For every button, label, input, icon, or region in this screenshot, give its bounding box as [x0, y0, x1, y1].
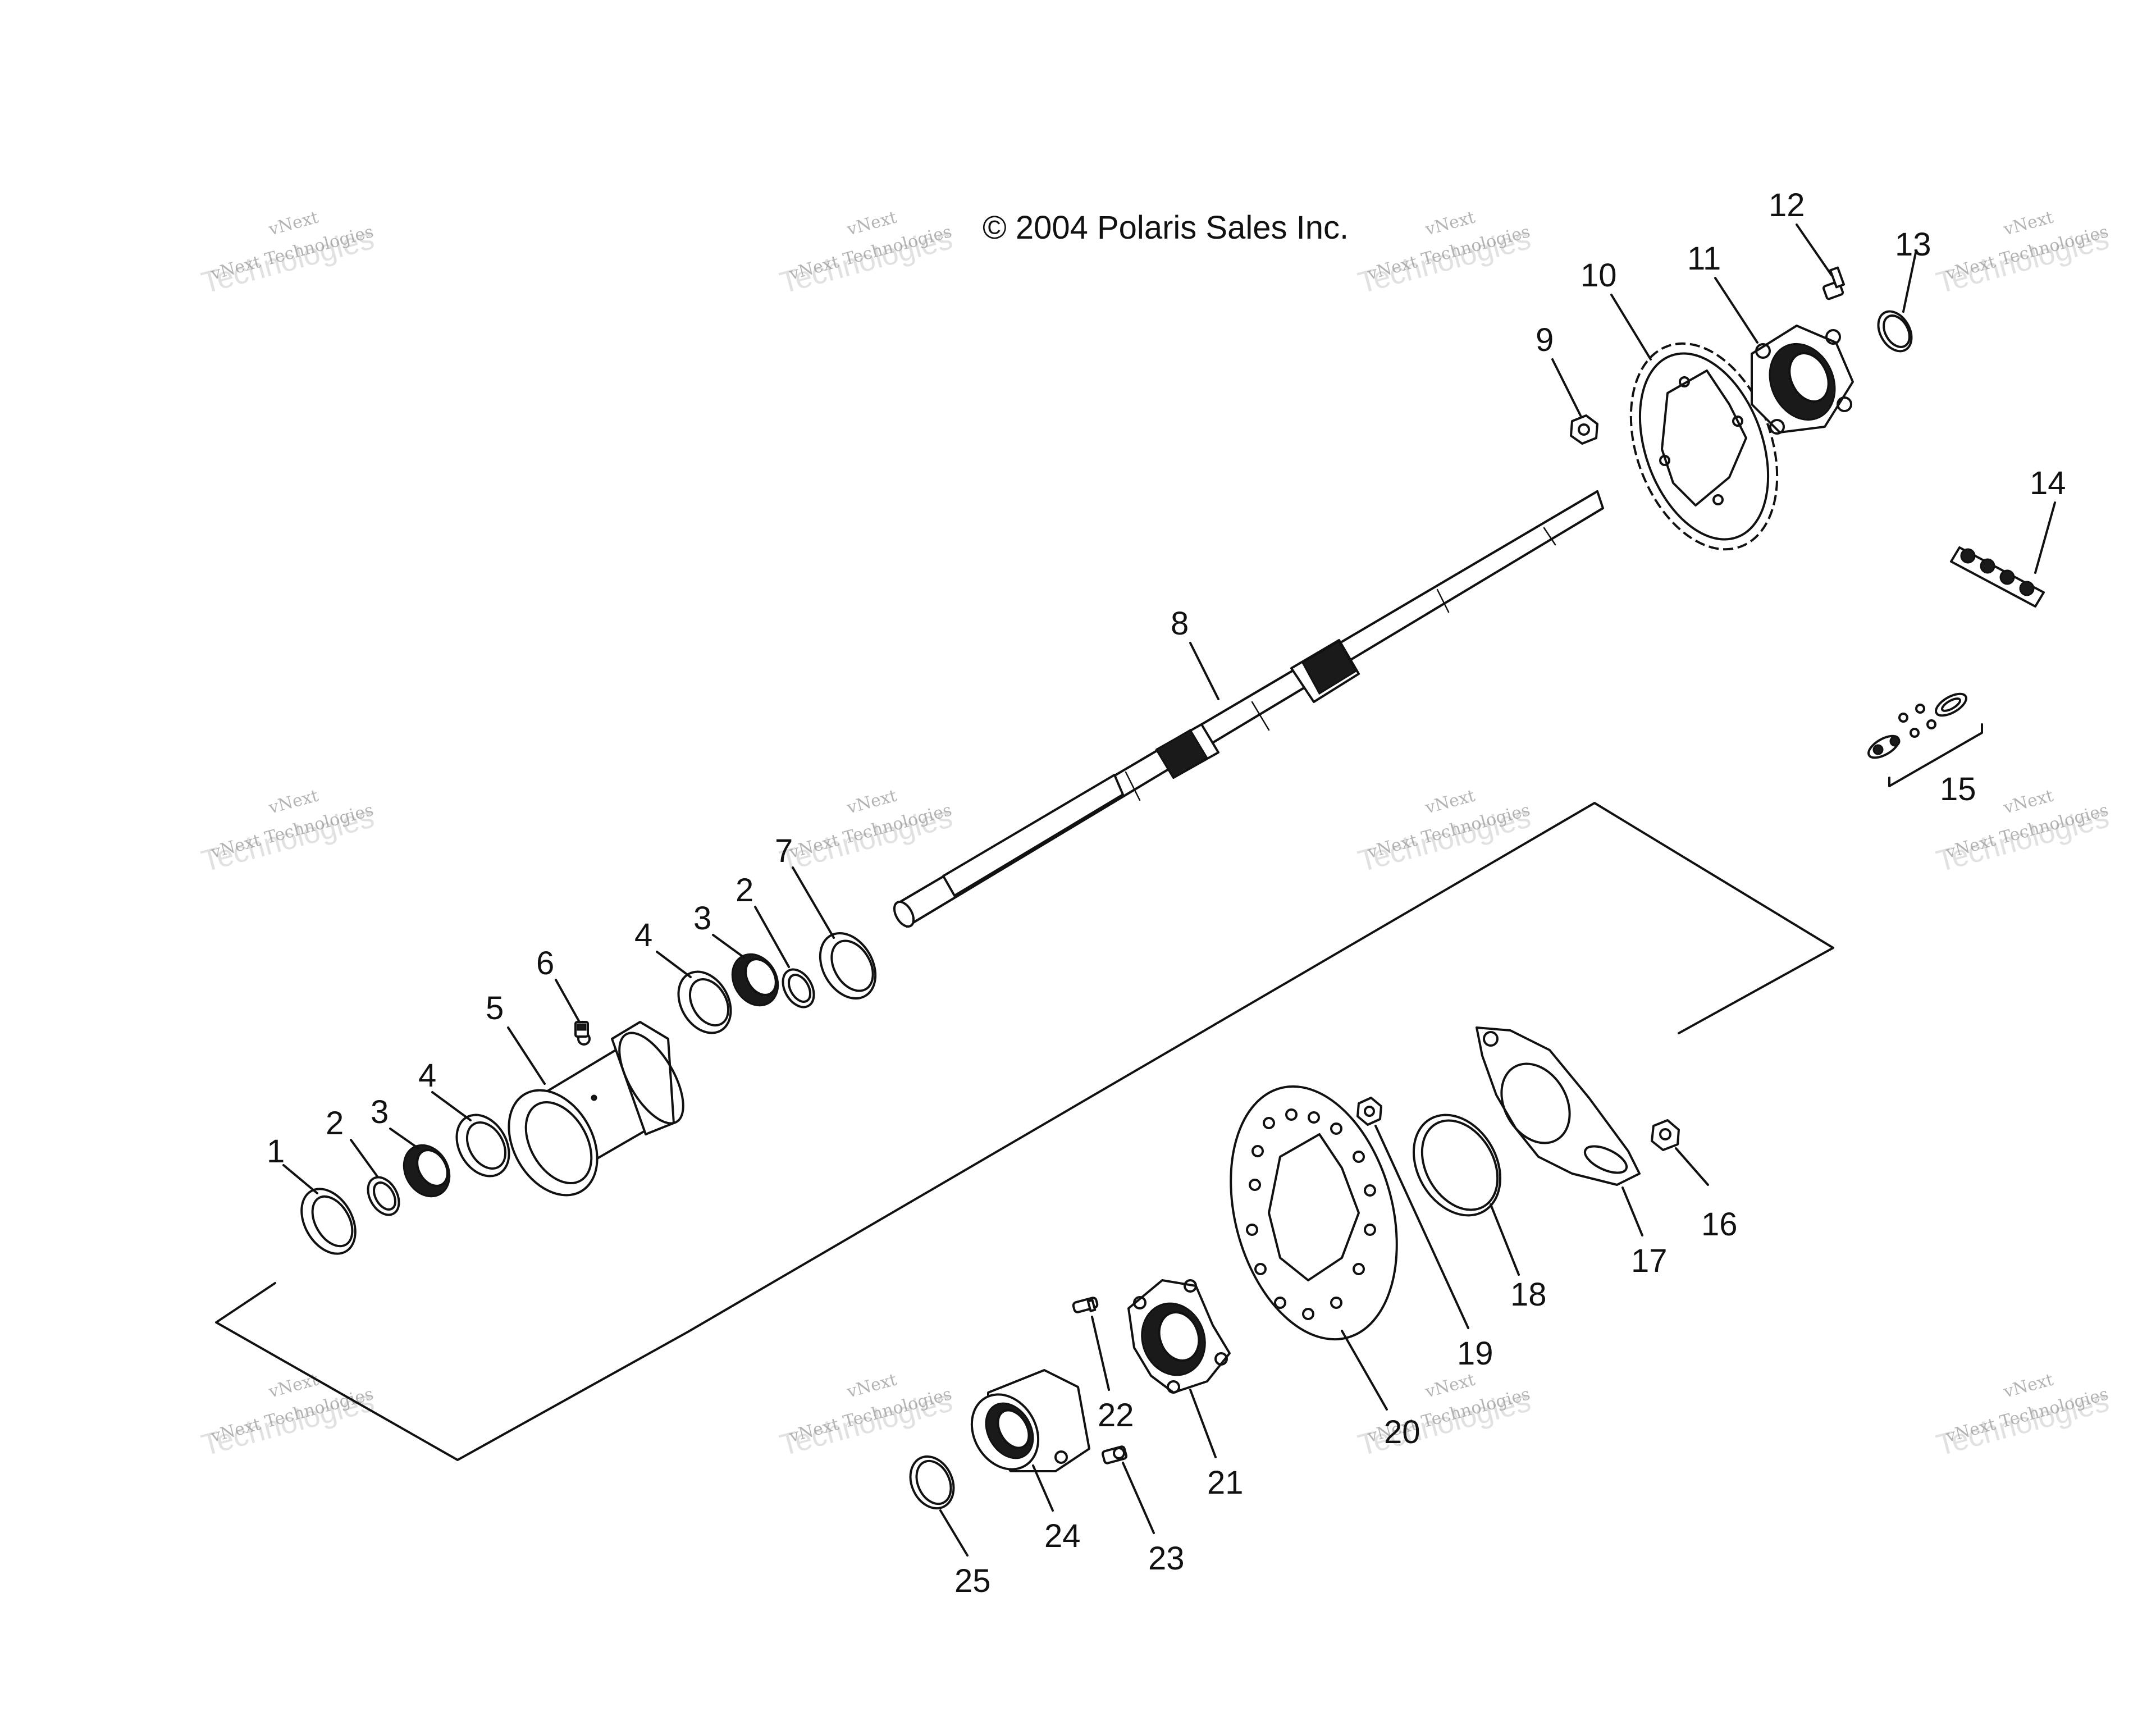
group-bracket-frame-top [687, 802, 1834, 1333]
callout-11: 11 [1687, 240, 1721, 277]
watermark: vNext Technologies vNext Technologies [198, 786, 377, 879]
bearing-race-upper [677, 970, 732, 1034]
caliper-bracket-nut [1651, 1119, 1680, 1151]
copyright-text: © 2004 Polaris Sales Inc. [983, 209, 1349, 246]
svg-text:vNext: vNext [844, 1370, 899, 1402]
housing-o-ring-inner [915, 1459, 952, 1505]
seal-ring [300, 1188, 357, 1255]
callout-4-upper: 4 [634, 917, 652, 953]
bearing-upper [731, 953, 779, 1007]
callout-2-lower: 2 [326, 1105, 344, 1142]
housing-bolt [1101, 1445, 1128, 1464]
bearing-lower [403, 1144, 451, 1198]
callout-19: 19 [1457, 1335, 1493, 1372]
callout-10: 10 [1581, 257, 1617, 294]
callout-13: 13 [1895, 226, 1931, 263]
callout-labels: 1 2 3 4 5 6 4 3 2 7 8 9 10 11 12 13 14 1… [267, 187, 2066, 1599]
sprocket-hub [1751, 325, 1854, 435]
svg-text:vNext: vNext [844, 786, 899, 818]
callout-2-upper: 2 [736, 872, 753, 909]
watermark: vNext Technologies vNext Technologies [776, 208, 956, 300]
caliper-bracket [1476, 1026, 1641, 1186]
brake-hub [1127, 1279, 1231, 1394]
master-link-bracket [1888, 723, 1983, 787]
snap-ring-upper [1877, 310, 1913, 353]
svg-text:vNext: vNext [266, 786, 321, 818]
drive-sprocket [1629, 342, 1779, 551]
o-ring-upper [782, 968, 815, 1008]
svg-text:vNext: vNext [266, 208, 321, 240]
watermark: vNext Technologies vNext Technologies [776, 786, 956, 879]
callout-15: 15 [1940, 771, 1976, 807]
callout-9: 9 [1536, 322, 1554, 358]
watermark: vNext Technologies vNext Technologies [1354, 786, 1534, 879]
axle-shaft [893, 490, 1604, 928]
snap-ring-upper-inner [1883, 314, 1911, 348]
callout-5: 5 [486, 990, 504, 1026]
callout-3-upper: 3 [693, 900, 711, 937]
o-ring-upper-inner [788, 974, 811, 1003]
watermark: vNext Technologies vNext Technologies [776, 1370, 956, 1463]
bearing-race-lower [455, 1114, 510, 1178]
svg-text:vNext: vNext [2001, 208, 2055, 240]
hub-bolt [1822, 266, 1846, 300]
o-ring-lower-inner [373, 1181, 396, 1211]
callout-7: 7 [775, 833, 793, 869]
svg-text:vNext: vNext [844, 208, 899, 240]
svg-text:vNext: vNext [1423, 208, 1477, 240]
callout-25: 25 [954, 1563, 991, 1599]
svg-text:vNext: vNext [2001, 786, 2055, 818]
o-ring-lower [367, 1176, 400, 1216]
watermark: vNext Technologies vNext Technologies [1933, 208, 2112, 300]
watermark: vNext Technologies vNext Technologies [1354, 1370, 1534, 1463]
drive-chain [1950, 546, 2045, 608]
callout-18: 18 [1510, 1276, 1547, 1313]
svg-text:vNext: vNext [266, 1370, 321, 1402]
callout-21: 21 [1207, 1464, 1244, 1501]
callout-1: 1 [267, 1133, 285, 1170]
callout-23: 23 [1148, 1540, 1185, 1577]
svg-text:vNext: vNext [1423, 1370, 1477, 1402]
master-link [1867, 692, 1967, 759]
brake-disc-nut [1356, 1097, 1382, 1126]
callout-4-lower: 4 [418, 1057, 436, 1094]
housing-o-ring [909, 1455, 955, 1510]
seal-upper [819, 932, 877, 1000]
grease-fitting [574, 1021, 589, 1038]
callout-16: 16 [1701, 1206, 1738, 1243]
callout-3-lower: 3 [371, 1094, 389, 1130]
brake-disc [1230, 1085, 1398, 1341]
housing-cap [970, 1369, 1090, 1472]
hub-stud [1072, 1297, 1099, 1313]
callout-12: 12 [1769, 187, 1805, 223]
svg-text:vNext: vNext [1423, 786, 1477, 818]
leader-lines [282, 223, 2056, 1557]
callout-8: 8 [1171, 605, 1189, 642]
callout-20: 20 [1384, 1414, 1420, 1450]
snap-ring-lower [1412, 1114, 1502, 1217]
callout-24: 24 [1044, 1518, 1081, 1554]
group-bracket-frame [215, 1282, 689, 1461]
bearing-carrier [508, 1021, 684, 1197]
callout-6: 6 [536, 945, 554, 982]
watermark: vNext Technologies vNext Technologies [1354, 208, 1534, 300]
watermark: vNext Technologies vNext Technologies [198, 208, 377, 300]
svg-text:vNext: vNext [2001, 1370, 2055, 1402]
callout-17: 17 [1631, 1243, 1668, 1279]
sprocket-nut [1570, 414, 1598, 445]
watermark: vNext Technologies vNext Technologies [198, 1370, 377, 1463]
callout-14: 14 [2030, 465, 2066, 501]
watermark: vNext Technologies vNext Technologies [1933, 1370, 2112, 1463]
callout-22: 22 [1098, 1397, 1134, 1434]
